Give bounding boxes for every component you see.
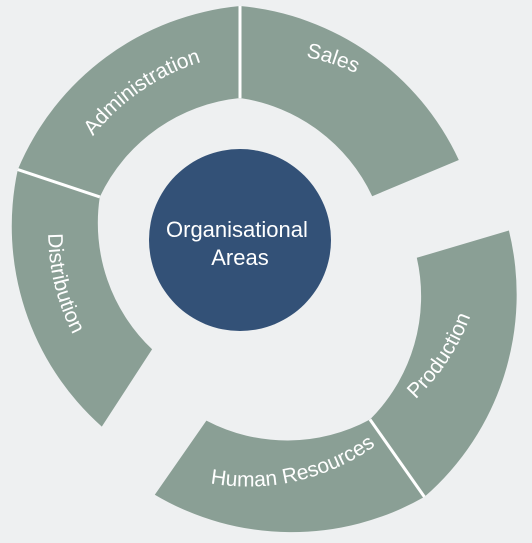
center-label: Organisational Areas — [166, 217, 314, 270]
center-hub — [149, 149, 331, 331]
segment-production — [370, 230, 517, 497]
segment-separators — [17, 6, 426, 498]
separator-production-human-resources — [368, 418, 426, 498]
segment-distribution — [11, 169, 153, 427]
center-label-line-2: Areas — [211, 245, 268, 270]
center-label-line-1: Organisational — [166, 217, 308, 242]
separator-administration-distribution — [17, 168, 101, 199]
ring-segments — [11, 6, 517, 533]
segment-administration — [17, 6, 240, 197]
segment-sales — [240, 6, 459, 197]
segment-human-resources — [154, 419, 425, 533]
